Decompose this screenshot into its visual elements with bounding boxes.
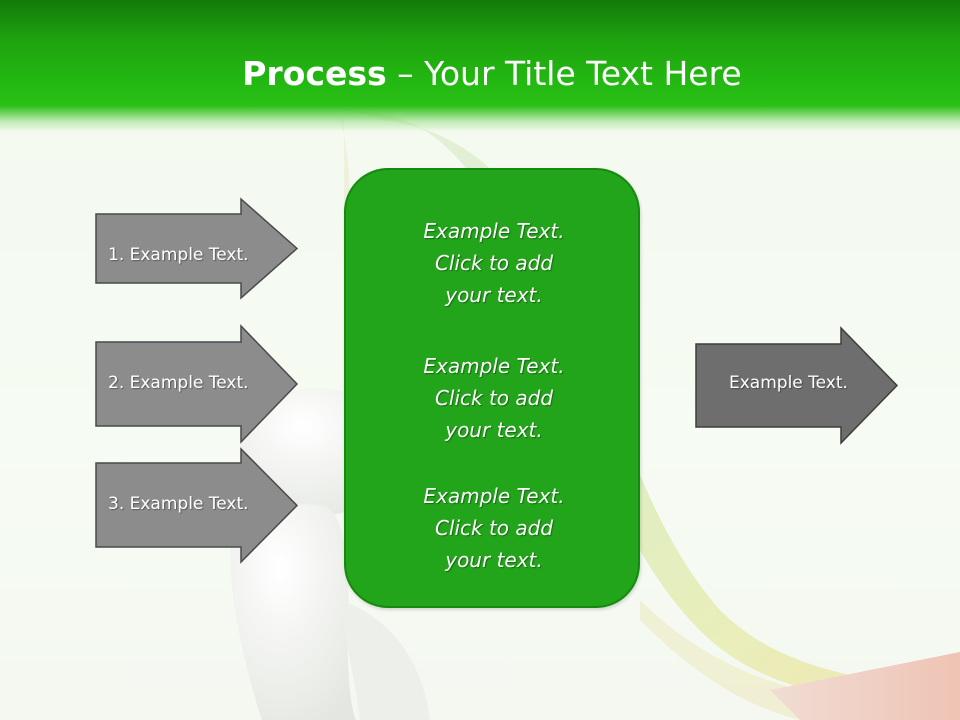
center-text-2: Example Text. Click to add your text. [423, 354, 565, 442]
center-content-box[interactable]: Example Text. Click to add your text. Ex… [344, 168, 640, 608]
arrow-shape [95, 197, 299, 300]
arrow-label: 3. Example Text. [108, 494, 249, 514]
arrow-shape [95, 447, 299, 564]
input-arrow-2[interactable]: 2. Example Text. [95, 324, 299, 444]
output-arrow[interactable]: Example Text. [695, 326, 899, 445]
center-text-3: Example Text. Click to add your text. [423, 484, 565, 572]
arrow-label: Example Text. [729, 373, 848, 393]
title-bar [0, 0, 960, 132]
arrow-shape [95, 324, 299, 444]
title-text: Your Title Text Here [424, 54, 742, 93]
input-arrow-3[interactable]: 3. Example Text. [95, 447, 299, 564]
title-bold-text: Process [242, 54, 387, 93]
center-text-1: Example Text. Click to add your text. [423, 219, 565, 307]
title-separator: – [386, 54, 425, 93]
slide-title: Process – Your Title Text Here [0, 52, 960, 96]
arrow-label: 2. Example Text. [108, 373, 249, 393]
arrow-shape [695, 326, 899, 445]
input-arrow-1[interactable]: 1. Example Text. [95, 197, 299, 300]
arrow-label: 1. Example Text. [108, 245, 249, 265]
